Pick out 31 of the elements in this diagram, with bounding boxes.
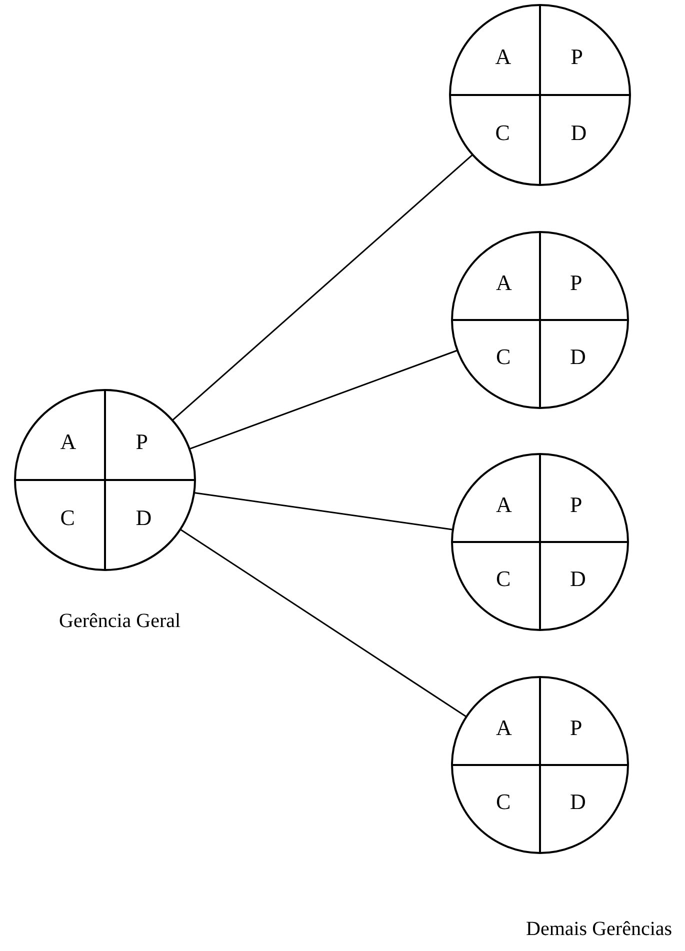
- quadrant-letter: D: [136, 506, 152, 529]
- quadrant-letter: P: [570, 46, 584, 68]
- quadrant-letter: A: [496, 272, 512, 294]
- quadrant-letter: D: [570, 122, 587, 144]
- quadrant-circle: [449, 4, 631, 186]
- quadrant-letter: A: [60, 431, 76, 454]
- connector-line: [172, 154, 474, 421]
- quadrant-circle: [14, 389, 196, 571]
- quadrant-circle: [451, 453, 629, 631]
- quadrant-letter: C: [60, 506, 75, 529]
- quadrant-letter: A: [496, 494, 512, 516]
- connector-line: [180, 528, 467, 718]
- quadrant-circle: [451, 676, 629, 854]
- connector-line: [189, 350, 458, 450]
- quadrant-letter: C: [496, 568, 511, 590]
- quadrant-letter: D: [570, 568, 586, 590]
- quadrant-letter: C: [496, 346, 511, 368]
- node-caption: Gerência Geral: [59, 610, 181, 633]
- quadrant-letter: A: [495, 46, 512, 68]
- quadrant-letter: C: [495, 122, 510, 144]
- connector-line: [194, 492, 453, 530]
- quadrant-circle: [451, 231, 629, 409]
- quadrant-letter: D: [570, 790, 586, 813]
- quadrant-letter: P: [570, 272, 582, 294]
- quadrant-letter: P: [136, 431, 148, 454]
- group-label: Demais Gerências: [526, 918, 672, 941]
- quadrant-letter: D: [570, 346, 586, 368]
- quadrant-letter: P: [570, 494, 582, 516]
- quadrant-letter: P: [570, 717, 582, 740]
- quadrant-letter: C: [496, 790, 511, 813]
- quadrant-letter: A: [496, 717, 512, 740]
